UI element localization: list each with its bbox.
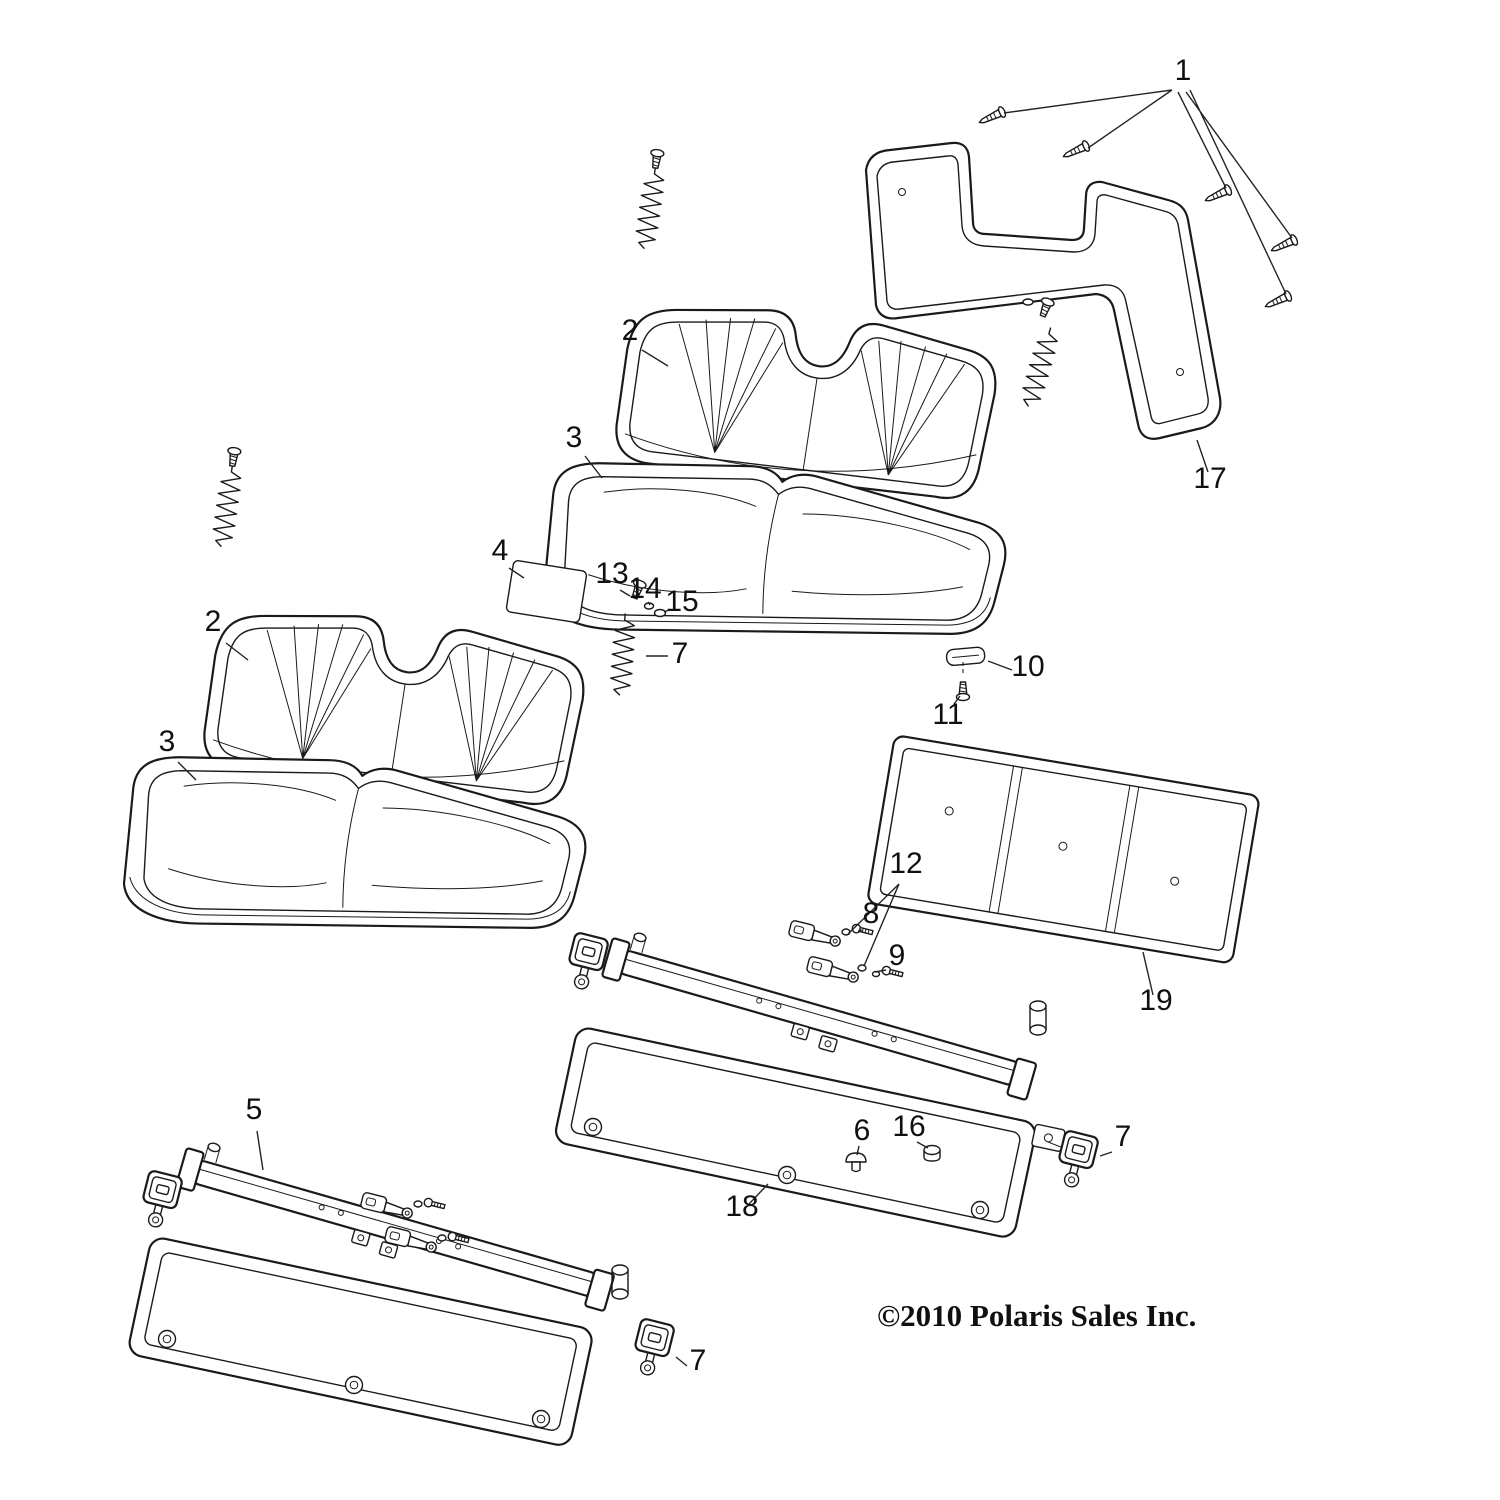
callout-15: 15 <box>663 585 699 618</box>
callout-6: 6 <box>854 1114 871 1156</box>
spring-screw-assembly <box>633 148 667 251</box>
belt-anchor-icon <box>787 919 844 949</box>
callout-12: 12 <box>847 847 923 967</box>
seatbelt-buckle-icon <box>561 930 611 994</box>
callout-3-lower: 3 <box>159 725 197 781</box>
callout-1: 1 <box>1003 54 1293 295</box>
clip-bracket <box>945 646 986 667</box>
svg-text:12: 12 <box>889 847 922 880</box>
seatbelt-buckle-icon <box>627 1316 677 1380</box>
spring-coil-icon <box>633 165 667 251</box>
washer-icon <box>653 608 667 618</box>
svg-text:7: 7 <box>1115 1120 1132 1153</box>
copyright-text: ©2010 Polaris Sales Inc. <box>877 1298 1196 1333</box>
frame-hole-icon <box>157 1329 177 1349</box>
svg-text:14: 14 <box>628 572 661 605</box>
frame-crossbar <box>601 932 1037 1101</box>
callouts: 1 17 2 3 4 13 14 15 <box>159 54 1293 1377</box>
callout-2-lower: 2 <box>205 605 249 661</box>
spacer-icon <box>413 1200 423 1208</box>
callout-19: 19 <box>1139 951 1173 1017</box>
svg-text:13: 13 <box>595 557 628 590</box>
mounting-screw-icon <box>976 105 1008 129</box>
svg-text:7: 7 <box>672 637 689 670</box>
svg-text:7: 7 <box>690 1344 707 1377</box>
anchor-bolt-icon <box>422 1196 447 1212</box>
mounting-screw-icon <box>1268 233 1300 257</box>
callout-11: 11 <box>932 695 964 731</box>
spring-coil-icon <box>1017 324 1062 410</box>
callout-4: 4 <box>492 534 525 579</box>
callout-16: 16 <box>892 1110 929 1149</box>
svg-text:2: 2 <box>205 605 222 638</box>
svg-text:16: 16 <box>892 1110 925 1143</box>
frame-hole-icon <box>344 1375 364 1395</box>
frame-end-bracket <box>1031 1123 1066 1152</box>
frame-hole-icon <box>777 1165 797 1185</box>
frame-post <box>611 1264 629 1300</box>
callout-7-rear-frame: 7 <box>1099 1120 1132 1157</box>
callout-10: 10 <box>987 650 1045 683</box>
callout-17: 17 <box>1193 439 1227 495</box>
callout-5: 5 <box>246 1093 264 1171</box>
callout-7-front-frame: 7 <box>675 1344 707 1377</box>
svg-text:6: 6 <box>854 1114 871 1147</box>
svg-text:15: 15 <box>665 585 698 618</box>
spring-screw-icon <box>648 148 665 170</box>
belt-anchor-hardware <box>359 1191 471 1255</box>
seat-frame-rear <box>554 930 1101 1238</box>
svg-text:9: 9 <box>889 939 906 972</box>
mounting-screw-icon <box>1202 183 1234 207</box>
spacer-icon <box>437 1234 447 1242</box>
frame-hole-icon <box>583 1117 603 1137</box>
svg-text:8: 8 <box>863 897 880 930</box>
callout-8: 8 <box>857 897 880 932</box>
spring-screw-assembly <box>210 446 244 549</box>
belt-anchor-icon <box>805 955 862 985</box>
frame-hole-icon <box>531 1409 551 1429</box>
seatbelt-buckle-icon <box>135 1168 185 1232</box>
callout-2-upper: 2 <box>622 314 669 367</box>
callout-3-upper: 3 <box>566 421 603 479</box>
svg-text:4: 4 <box>492 534 509 567</box>
callout-14: 14 <box>628 572 662 606</box>
svg-text:17: 17 <box>1193 462 1226 495</box>
seat-back-panel-upper <box>864 141 1222 440</box>
svg-text:10: 10 <box>1011 650 1044 683</box>
mounting-screw-icon <box>1262 289 1294 313</box>
spring-screw-assembly <box>1017 295 1062 410</box>
spring-screw-icon <box>225 446 242 468</box>
svg-text:3: 3 <box>159 725 176 758</box>
callout-7-spring: 7 <box>646 637 688 670</box>
mounting-screw-icon <box>1060 139 1092 163</box>
callout-13: 13 <box>595 557 631 597</box>
belt-anchor-hardware <box>787 919 905 985</box>
seat-frame-front <box>128 1142 677 1446</box>
svg-text:5: 5 <box>246 1093 263 1126</box>
svg-text:3: 3 <box>566 421 583 454</box>
spring-coil-icon <box>210 463 244 549</box>
spacer-icon <box>857 964 867 972</box>
seat-label-patch <box>505 560 588 623</box>
svg-text:11: 11 <box>932 698 963 731</box>
frame-hole-icon <box>970 1200 990 1220</box>
callout-9: 9 <box>874 939 906 973</box>
frame-post <box>1029 1000 1047 1036</box>
svg-text:2: 2 <box>622 314 639 347</box>
rear-closeoff-panel <box>867 735 1260 964</box>
svg-text:1: 1 <box>1175 54 1192 87</box>
callout-18: 18 <box>725 1183 769 1223</box>
washer-icon <box>1022 298 1034 306</box>
svg-text:19: 19 <box>1139 984 1172 1017</box>
svg-text:18: 18 <box>725 1190 758 1223</box>
